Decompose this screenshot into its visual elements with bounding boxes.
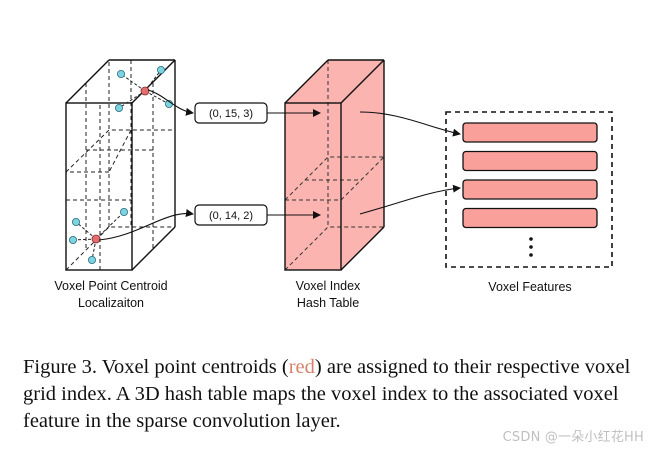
left-panel-label-line1: Voxel Point Centroid [54, 279, 167, 293]
figure-diagram: Voxel Point Centroid Localizaiton (0, 15… [54, 59, 613, 310]
caption-suffix: ) are assigned to their respective voxel… [23, 356, 631, 432]
left-panel-label-line2: Localizaiton [78, 296, 144, 310]
right-panel-label: Voxel Features [488, 280, 571, 294]
hash-to-feature-arrows [359, 111, 461, 215]
centroid-arrows [98, 89, 194, 241]
ellipsis-dot [529, 245, 533, 249]
figure-caption: Figure 3. Voxel point centroids (red) ar… [23, 354, 643, 435]
voxel-grid-dashes [65, 60, 175, 271]
centroid-dot [91, 234, 101, 244]
caption-highlight: red [288, 356, 315, 378]
centroid-dot [140, 86, 150, 96]
voxel-feature-row [462, 179, 598, 200]
hash-table-cube [284, 59, 385, 271]
ellipsis-dot [529, 237, 533, 241]
point-dot [117, 70, 126, 79]
ellipsis-dot [529, 253, 533, 257]
index-tuple-top-text: (0, 15, 3) [209, 108, 253, 120]
point-dot [156, 66, 165, 75]
point-dot [72, 217, 81, 226]
voxel-grid-cube [65, 59, 176, 271]
voxel-features-panel [445, 111, 613, 268]
voxel-grid-edges [65, 59, 176, 271]
top-point-cluster [115, 66, 173, 113]
index-tuple-bottom: (0, 14, 2) [194, 204, 268, 226]
voxel-feature-row [462, 207, 598, 229]
point-dot [115, 104, 124, 113]
point-dot [120, 207, 129, 216]
point-dot [69, 235, 78, 244]
watermark: CSDN @一朵小红花HH [502, 430, 644, 445]
middle-panel-label-line2: Hash Table [297, 296, 359, 310]
point-dot [88, 255, 97, 264]
caption-prefix: Figure 3. Voxel point centroids ( [23, 356, 289, 378]
voxel-feature-row [462, 122, 598, 143]
index-tuple-bottom-text: (0, 14, 2) [209, 210, 253, 222]
index-tuple-top: (0, 15, 3) [194, 102, 268, 124]
middle-panel-label-line1: Voxel Index [296, 279, 361, 293]
voxel-feature-row [462, 150, 598, 172]
bottom-point-cluster [69, 207, 129, 264]
tuple-to-hash-arrows [267, 109, 321, 219]
